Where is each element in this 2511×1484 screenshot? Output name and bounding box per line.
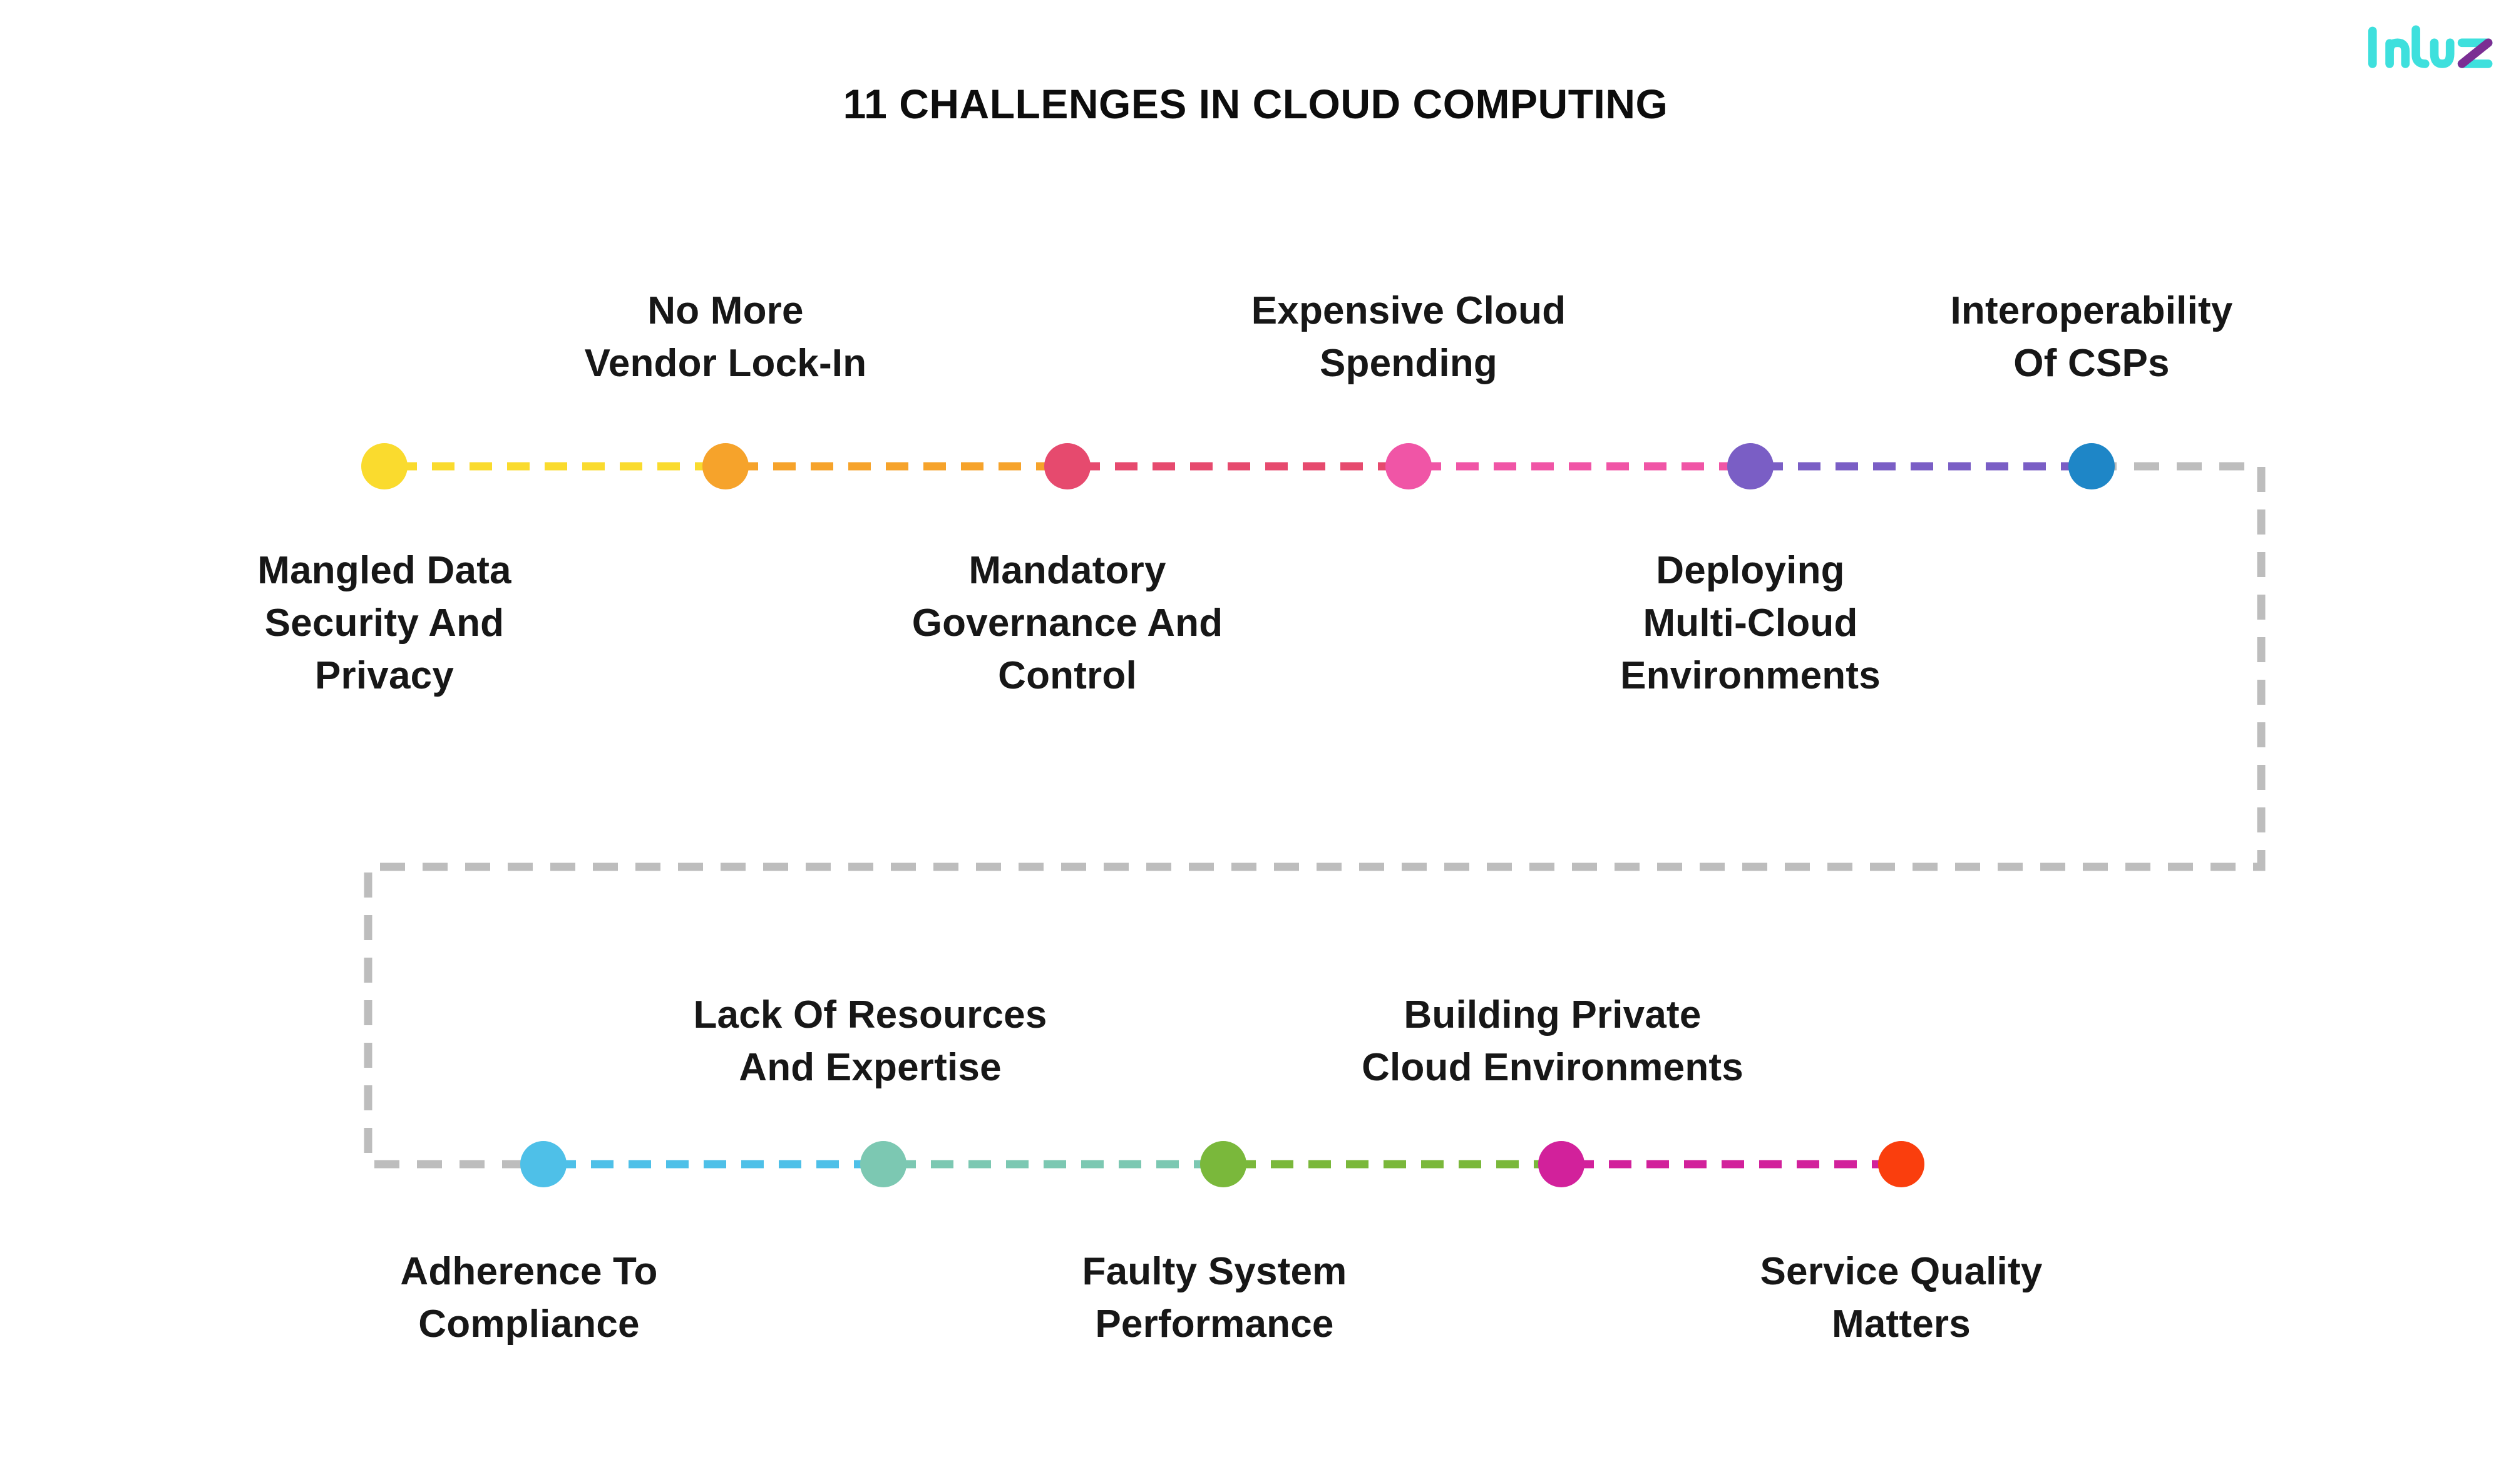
challenge-label-service-quality-matters: Service Quality Matters	[1651, 1246, 2152, 1351]
connector-path	[364, 462, 2266, 1169]
label-line: Environments	[1620, 654, 1881, 697]
logo-letter-t	[2411, 25, 2430, 68]
label-line: Multi-Cloud	[1643, 601, 1858, 645]
challenge-label-no-more-vendor-lock-in: No More Vendor Lock-In	[475, 285, 976, 390]
label-line: Governance And	[911, 601, 1223, 645]
label-line: Cloud Environments	[1362, 1046, 1743, 1089]
label-line: And Expertise	[739, 1046, 1002, 1089]
label-line: Mandatory	[968, 549, 1166, 592]
challenge-label-mandatory-governance-and-control: Mandatory Governance And Control	[817, 545, 1318, 702]
label-line: Security And	[264, 601, 505, 645]
label-line: Interoperability	[1950, 289, 2233, 332]
page-title: 11 CHALLENGES IN CLOUD COMPUTING	[843, 81, 1668, 127]
dot-mangled-data-security	[361, 443, 408, 489]
label-line: Matters	[1832, 1302, 1971, 1346]
challenge-label-expensive-cloud-spending: Expensive Cloud Spending	[1158, 285, 1659, 390]
label-line: Spending	[1319, 342, 1498, 385]
challenge-label-lack-of-resources-and-expertise: Lack Of Resources And Expertise	[620, 989, 1121, 1094]
challenge-label-interoperability-of-csps: Interoperability Of CSPs	[1841, 285, 2342, 390]
dot-adherence-to-compliance	[520, 1141, 567, 1187]
label-line: Control	[998, 654, 1137, 697]
dot-interoperability-of-csps	[2068, 443, 2115, 489]
challenge-label-adherence-to-compliance: Adherence To Compliance	[279, 1246, 779, 1351]
dot-service-quality-matters	[1878, 1141, 1924, 1187]
dot-lack-of-resources	[860, 1141, 906, 1187]
label-line: Expensive Cloud	[1251, 289, 1566, 332]
label-line: No More	[647, 289, 804, 332]
label-line: Lack Of Resources	[693, 993, 1047, 1036]
label-line: Of CSPs	[2013, 342, 2170, 385]
challenge-label-deploying-multi-cloud-environments: Deploying Multi-Cloud Environments	[1500, 545, 2001, 702]
label-line: Building Private	[1404, 993, 1702, 1036]
label-line: Faulty System	[1082, 1250, 1347, 1293]
logo-letter-z-diagonal	[2457, 38, 2493, 68]
logo-letter-u	[2430, 38, 2455, 68]
label-line: Mangled Data	[257, 549, 511, 592]
dot-mandatory-governance	[1044, 443, 1091, 489]
challenge-label-building-private-cloud-environments: Building Private Cloud Environments	[1302, 989, 1803, 1094]
dot-deploying-multi-cloud	[1727, 443, 1774, 489]
label-line: Adherence To	[400, 1250, 658, 1293]
label-line: Service Quality	[1760, 1250, 2043, 1293]
label-line: Compliance	[418, 1302, 640, 1346]
challenge-label-mangled-data-security-and-privacy: Mangled Data Security And Privacy	[134, 545, 635, 702]
label-line: Privacy	[314, 654, 454, 697]
label-line: Vendor Lock-In	[584, 342, 867, 385]
dot-expensive-cloud-spending	[1385, 443, 1432, 489]
label-line: Performance	[1095, 1302, 1334, 1346]
dot-no-more-vendor-lock-in	[702, 443, 749, 489]
label-line: Deploying	[1656, 549, 1845, 592]
intuz-logo	[2368, 25, 2493, 68]
dot-building-private-cloud	[1538, 1141, 1584, 1187]
challenge-label-faulty-system-performance: Faulty System Performance	[964, 1246, 1465, 1351]
logo-letter-n	[2385, 38, 2410, 68]
dot-faulty-system-performance	[1200, 1141, 1246, 1187]
